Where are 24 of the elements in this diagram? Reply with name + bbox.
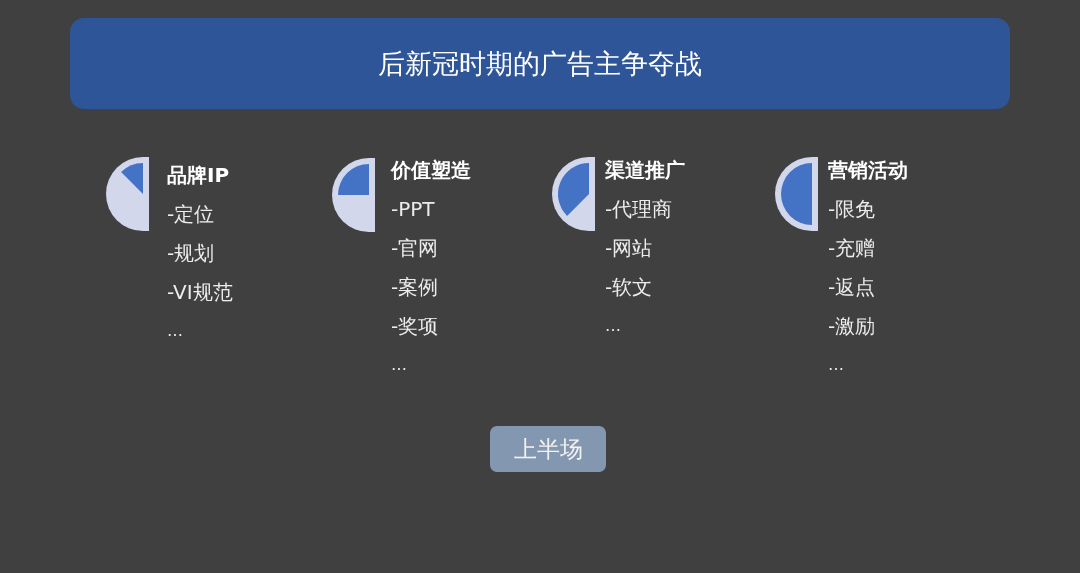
list-item: -激励 — [828, 313, 876, 339]
list-item: -规划 — [167, 240, 215, 266]
category-heading: 品牌IP — [167, 162, 230, 188]
ellipsis-text: … — [605, 315, 621, 337]
list-item: -PPT — [391, 196, 435, 222]
category-heading: 营销活动 — [828, 157, 908, 183]
stage-badge: 上半场 — [490, 426, 606, 472]
list-item: -软文 — [605, 274, 653, 300]
category-heading: 价值塑造 — [391, 157, 471, 183]
list-item: -代理商 — [605, 196, 673, 222]
list-item: -返点 — [828, 274, 876, 300]
list-item: -VI规范 — [167, 279, 233, 305]
ellipsis-text: … — [828, 354, 844, 376]
list-item: -定位 — [167, 201, 215, 227]
list-item: -案例 — [391, 274, 439, 300]
title-banner: 后新冠时期的广告主争夺战 — [70, 18, 1010, 109]
list-item: -网站 — [605, 235, 653, 261]
ellipsis-text: … — [167, 320, 183, 342]
list-item: -充赠 — [828, 235, 876, 261]
list-item: -限免 — [828, 196, 876, 222]
category-heading: 渠道推广 — [605, 157, 685, 183]
list-item: -奖项 — [391, 313, 439, 339]
ellipsis-text: … — [391, 354, 407, 376]
list-item: -官网 — [391, 235, 439, 261]
